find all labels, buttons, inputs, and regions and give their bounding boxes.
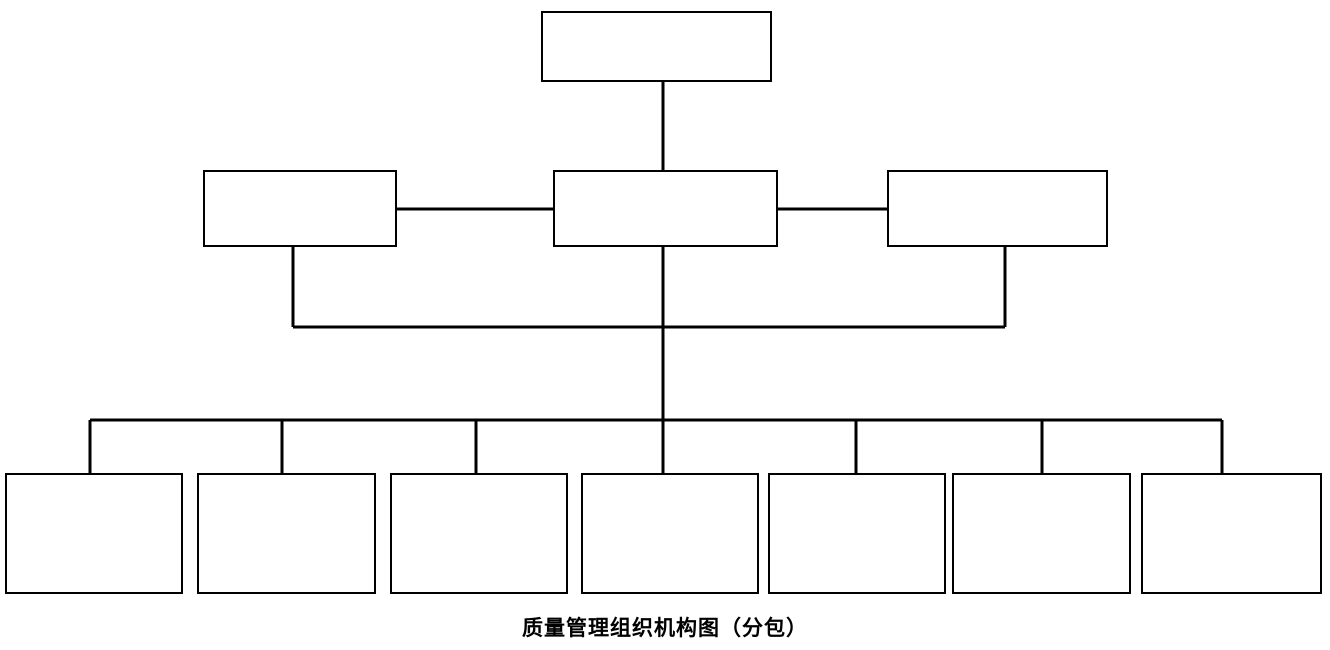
diagram-caption: 质量管理组织机构图（分包） bbox=[522, 615, 808, 640]
org-node-node-6[interactable] bbox=[197, 473, 376, 594]
org-node-node-11[interactable] bbox=[1141, 473, 1322, 594]
org-node-node-10[interactable] bbox=[952, 473, 1131, 594]
org-node-node-8[interactable] bbox=[581, 473, 759, 594]
org-node-node-4[interactable] bbox=[887, 170, 1108, 247]
org-node-node-7[interactable] bbox=[390, 473, 568, 594]
org-node-node-5[interactable] bbox=[5, 473, 183, 594]
org-node-node-1[interactable] bbox=[541, 11, 772, 82]
org-node-node-3[interactable] bbox=[553, 170, 778, 247]
org-node-node-9[interactable] bbox=[768, 473, 946, 594]
org-node-node-2[interactable] bbox=[203, 170, 397, 247]
